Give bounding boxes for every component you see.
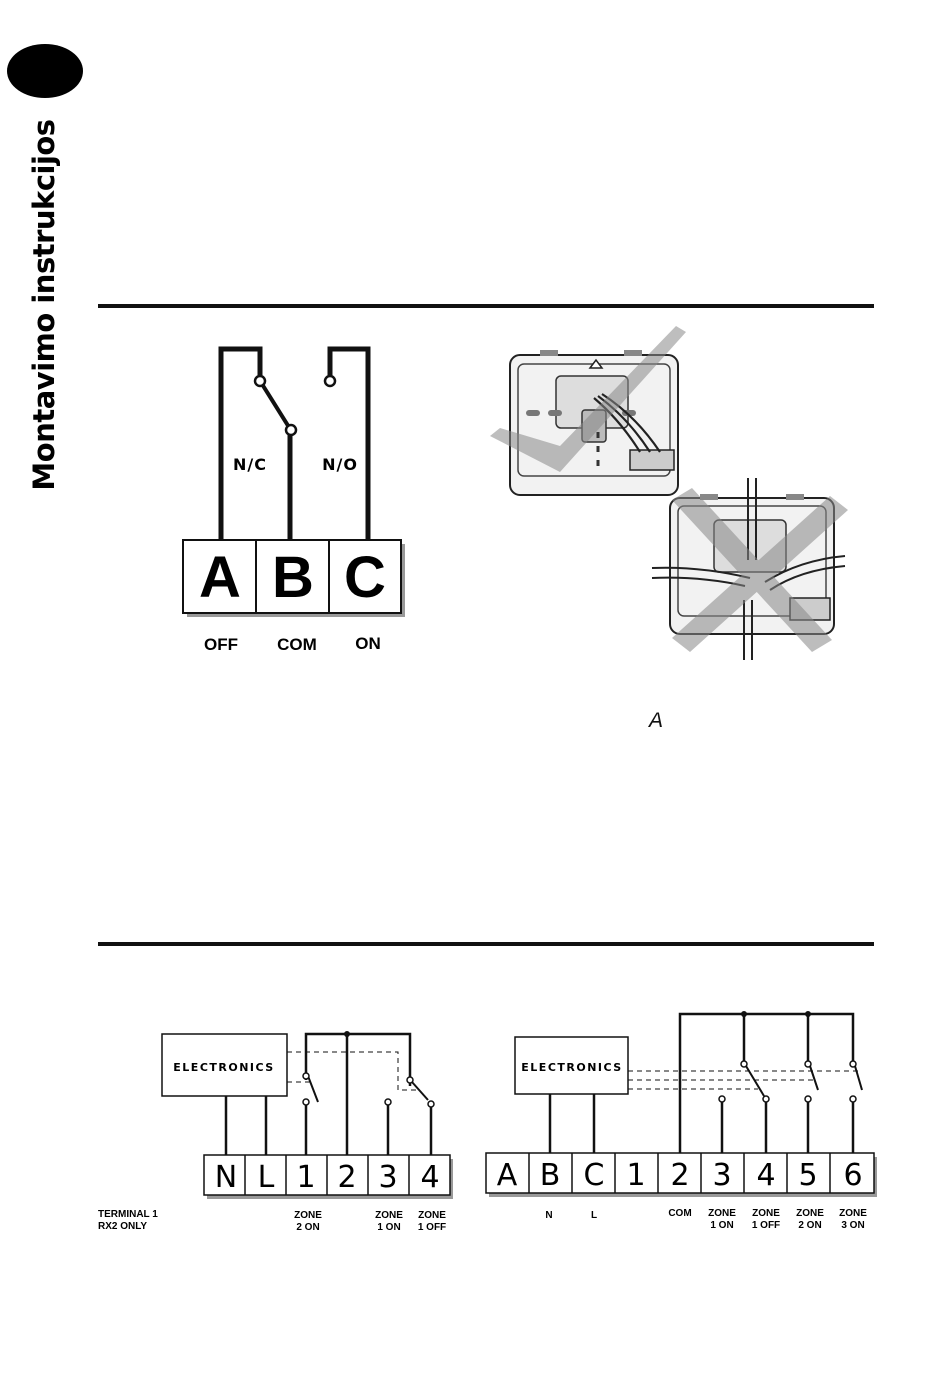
- rx3-terminal-c: C: [584, 1158, 605, 1193]
- rx3-label-zone2on-l2: 2 ON: [798, 1220, 821, 1231]
- rx3-label-zone3on-l1: ZONE: [839, 1208, 867, 1219]
- rx3-terminal-1: 1: [626, 1158, 645, 1193]
- rx3-terminal-5: 5: [798, 1158, 817, 1193]
- rx3-label-n: N: [545, 1210, 552, 1221]
- rx3-label-zone1on-l1: ZONE: [708, 1208, 736, 1219]
- rx3-label-l: L: [591, 1210, 597, 1221]
- rx3-label-zone2on-l1: ZONE: [796, 1208, 824, 1219]
- rx3-label-zone3on-l2: 3 ON: [841, 1220, 864, 1231]
- rx3-label-zone1off-l2: 1 OFF: [752, 1220, 780, 1231]
- rx3-terminal-2: 2: [670, 1158, 689, 1193]
- rx3-terminal-6: 6: [843, 1158, 862, 1193]
- rx3-terminal-b: B: [540, 1158, 561, 1193]
- rx3-terminal-4: 4: [756, 1158, 775, 1193]
- rx3-electronics-label: ELECTRONICS: [521, 1061, 622, 1074]
- rx3-terminal-a: A: [497, 1158, 518, 1193]
- rx3-label-com: COM: [668, 1208, 691, 1219]
- rx3-terminal-3: 3: [712, 1158, 731, 1193]
- rx3-label-zone1off-l1: ZONE: [752, 1208, 780, 1219]
- rx3-label-zone1on-l2: 1 ON: [710, 1220, 733, 1231]
